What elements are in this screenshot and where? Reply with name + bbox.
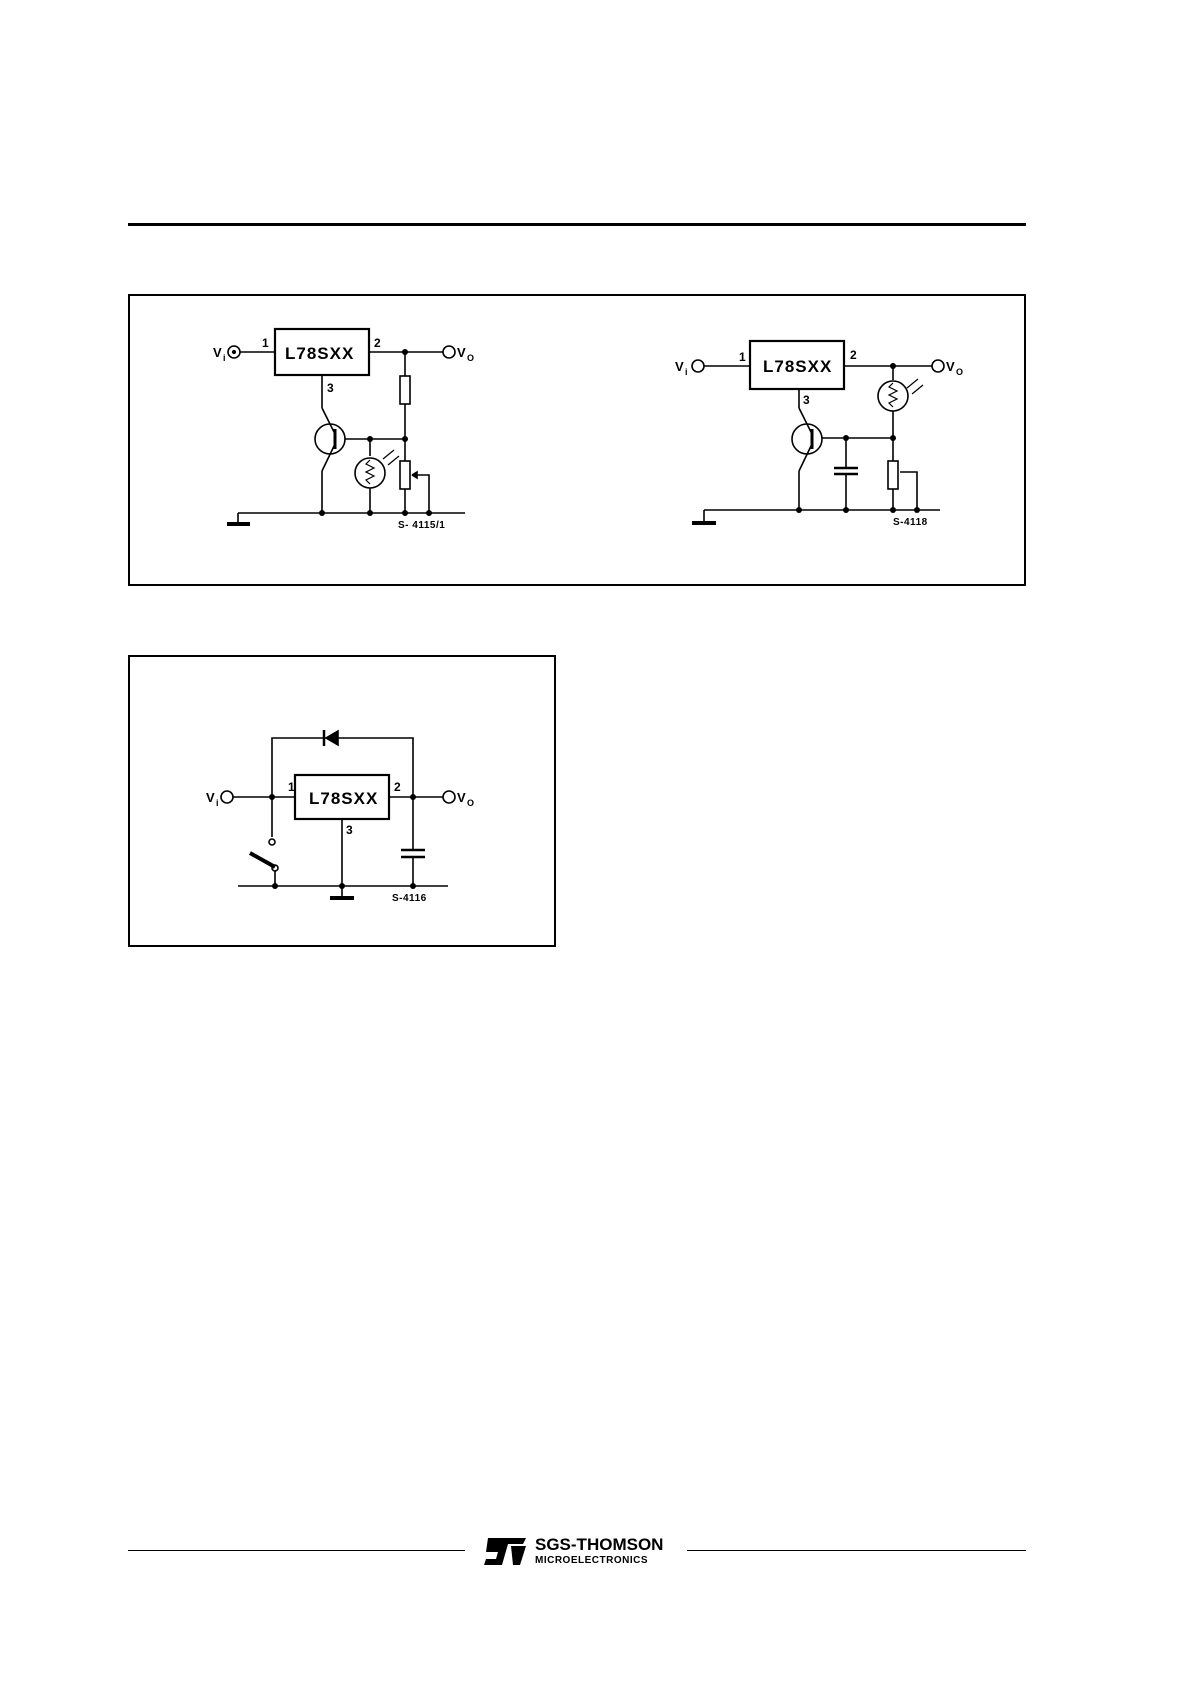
figure-panel-top: L78SXX 1 2 3 V i V O S- 4115/1 L78SXX 1 … <box>128 294 1026 586</box>
vout-label-b: V <box>946 359 955 374</box>
diode <box>326 731 338 745</box>
company-logo: SGS-THOMSON MICROELECTRONICS <box>480 1532 685 1572</box>
brand-name: SGS-THOMSON <box>535 1535 663 1554</box>
vin-terminal-c <box>221 791 233 803</box>
ic-label-a: L78SXX <box>285 344 354 363</box>
footer-rule-left <box>128 1550 465 1551</box>
footer-rule-right <box>687 1550 1026 1551</box>
circuit-protection-svg: L78SXX 1 2 3 V i V O S-4116 <box>130 657 558 949</box>
vin-label-b: V <box>675 359 684 374</box>
transistor-b <box>792 424 822 454</box>
switch <box>250 853 275 867</box>
vout-label-a: V <box>457 345 466 360</box>
pin2-label-b: 2 <box>850 348 857 362</box>
vout-terminal-b <box>932 360 944 372</box>
vin-sub-c: i <box>216 798 219 808</box>
vout-sub-c: O <box>467 798 474 808</box>
transistor-a <box>315 424 345 454</box>
vin-sub-a: i <box>223 353 226 363</box>
header-rule <box>128 223 1026 226</box>
ic-label-b: L78SXX <box>763 357 832 376</box>
figure-ref-c: S-4116 <box>392 893 427 904</box>
circuit-protection-diode <box>221 730 455 898</box>
vout-sub-a: O <box>467 353 474 363</box>
circuits-top-svg: L78SXX 1 2 3 V i V O S- 4115/1 L78SXX 1 … <box>130 296 1028 588</box>
vin-label-c: V <box>206 790 215 805</box>
figure-panel-bottom: L78SXX 1 2 3 V i V O S-4116 <box>128 655 556 947</box>
vout-terminal-a <box>443 346 455 358</box>
vin-sub-b: i <box>685 367 688 377</box>
pin1-label-c: 1 <box>288 780 295 794</box>
vin-terminal-b <box>692 360 704 372</box>
figure-ref-a: S- 4115/1 <box>398 520 445 531</box>
vin-label-a: V <box>213 345 222 360</box>
switch-contact <box>269 839 275 845</box>
pin1-label-b: 1 <box>739 350 746 364</box>
pin1-label-a: 1 <box>262 336 269 350</box>
potentiometer-b <box>888 461 898 489</box>
resistor-a <box>400 376 410 404</box>
vout-label-c: V <box>457 790 466 805</box>
pin2-label-a: 2 <box>374 336 381 350</box>
st-logo-icon <box>484 1538 526 1565</box>
potentiometer-a <box>400 461 410 489</box>
pin3-label-c: 3 <box>346 823 353 837</box>
brand-subtitle: MICROELECTRONICS <box>535 1555 648 1566</box>
pin3-label-b: 3 <box>803 393 810 407</box>
vout-sub-b: O <box>956 367 963 377</box>
pin3-label-a: 3 <box>327 381 334 395</box>
pin2-label-c: 2 <box>394 780 401 794</box>
figure-ref-b: S-4118 <box>893 517 928 528</box>
ic-label-c: L78SXX <box>309 789 378 808</box>
vout-terminal-c <box>443 791 455 803</box>
